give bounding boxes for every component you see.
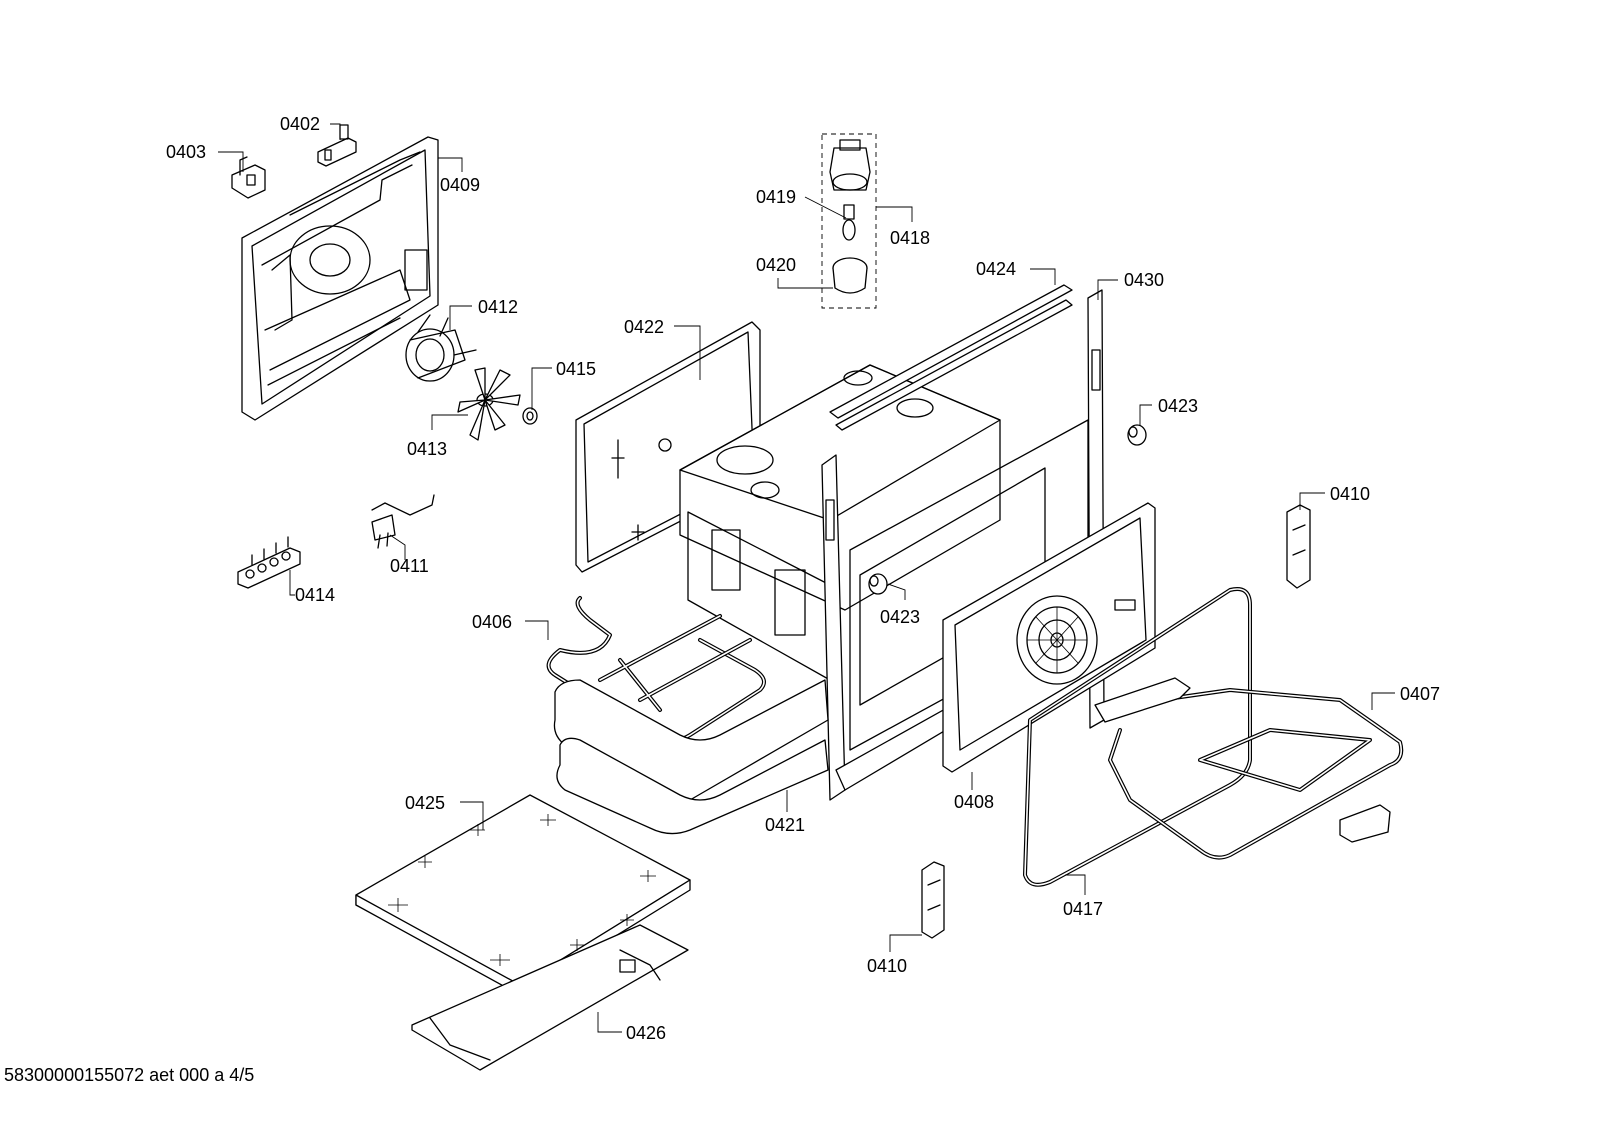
- callout-0430: 0430: [1124, 270, 1164, 290]
- part-0424-top-rail: [829, 284, 1073, 431]
- part-0410-runner-right: [1286, 504, 1311, 589]
- callout-0411: 0411: [390, 556, 429, 576]
- part-0422-side-panel: [575, 321, 761, 573]
- part-0414-terminal-block: [237, 536, 301, 589]
- callout-0420: 0420: [756, 255, 796, 275]
- callout-0423-right: 0423: [1158, 396, 1198, 416]
- leader-lines: [218, 123, 1395, 1033]
- callout-labels: 0402 0403 0409 0412 0415 0413 0411 0414 …: [166, 114, 1440, 1043]
- part-0410-runner-bottom: [921, 861, 945, 939]
- callout-0419: 0419: [756, 187, 796, 207]
- callout-0422: 0422: [624, 317, 664, 337]
- callout-0417: 0417: [1063, 899, 1103, 919]
- callout-0412: 0412: [478, 297, 518, 317]
- part-0411-sensor-bracket: [371, 494, 435, 549]
- part-0413-fan-blade: [457, 367, 521, 441]
- part-0407-grill-element: [1094, 677, 1404, 860]
- part-0426-floor-bracket: [411, 924, 689, 1071]
- callout-0418: 0418: [890, 228, 930, 248]
- callout-0426: 0426: [626, 1023, 666, 1043]
- part-0406-lower-heating-element: [546, 596, 766, 742]
- callout-0424: 0424: [976, 259, 1016, 279]
- part-0420-lens-cover: [832, 257, 868, 294]
- part-oven-cavity: [679, 364, 1001, 681]
- callout-0415: 0415: [556, 359, 596, 379]
- callout-0414: 0414: [295, 585, 335, 605]
- callout-0423-center: 0423: [880, 607, 920, 627]
- callout-0425: 0425: [405, 793, 445, 813]
- document-id: 58300000155072 aet 000 a 4/5: [4, 1065, 255, 1085]
- callout-0410-bottom: 0410: [867, 956, 907, 976]
- part-0419-bulb: [842, 204, 856, 241]
- callout-0407: 0407: [1400, 684, 1440, 704]
- part-0425-floor-plate: [355, 794, 691, 996]
- callout-0410-right: 0410: [1330, 484, 1370, 504]
- part-0412-fan-motor: [405, 314, 477, 382]
- part-0403-bracket: [231, 156, 266, 199]
- callout-0403: 0403: [166, 142, 206, 162]
- part-0418-lamp-holder: [829, 139, 871, 191]
- callout-0402: 0402: [280, 114, 320, 134]
- part-0423-cap-center: [868, 573, 888, 595]
- part-0415-nut: [522, 407, 538, 425]
- callout-0406: 0406: [472, 612, 512, 632]
- callout-0408: 0408: [954, 792, 994, 812]
- callout-0421: 0421: [765, 815, 805, 835]
- part-0408-fan-cover-panel: [942, 502, 1156, 773]
- part-0402-switch: [317, 124, 357, 167]
- part-0418-lamp-assembly: [821, 133, 877, 309]
- part-0423-cap-right: [1127, 424, 1147, 446]
- callout-0409: 0409: [440, 175, 480, 195]
- callout-0413: 0413: [407, 439, 447, 459]
- part-0421-insulation: [553, 679, 829, 835]
- part-0409-rear-panel: [241, 136, 439, 421]
